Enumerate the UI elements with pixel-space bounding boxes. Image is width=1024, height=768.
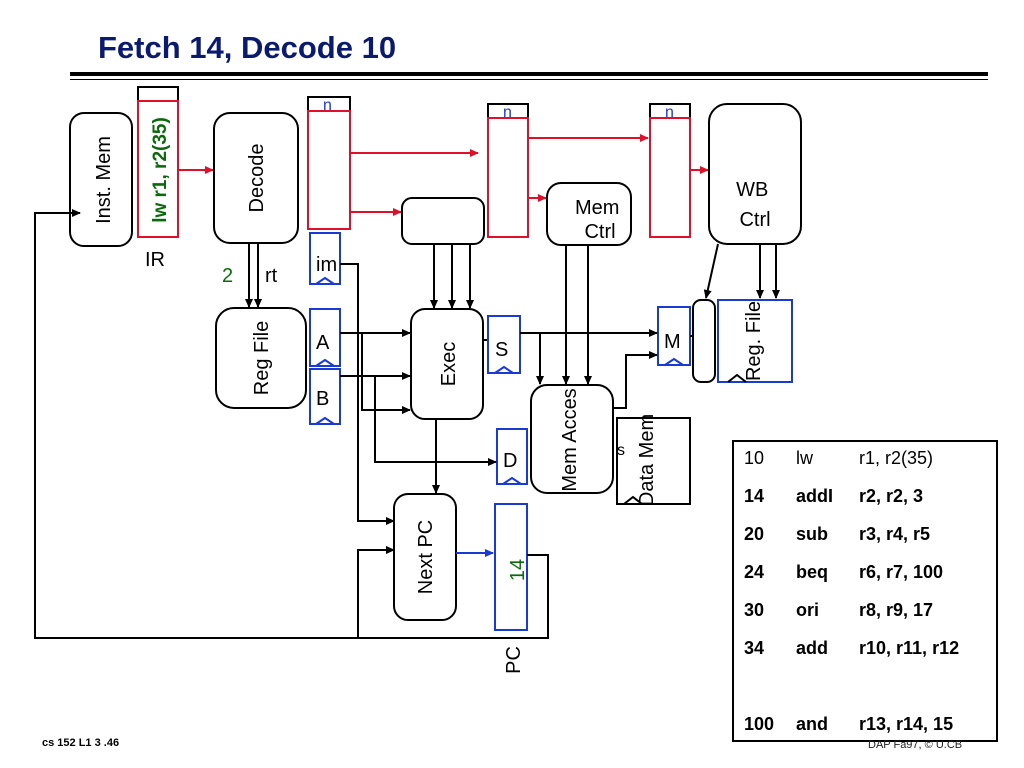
program-address: 20 bbox=[744, 524, 765, 544]
wire-a-to-exec-2 bbox=[361, 333, 411, 414]
wire-b-to-d bbox=[374, 376, 497, 466]
wb-ctrl-label-text: WB bbox=[736, 179, 768, 201]
slide-title: Fetch 14, Decode 10 bbox=[98, 30, 397, 65]
b-register bbox=[309, 368, 341, 425]
mem-ctrl-label-text-line2: Ctrl bbox=[584, 221, 615, 243]
a-register bbox=[309, 308, 341, 367]
mem-access-label: Mem Acces bbox=[559, 388, 581, 491]
m-register bbox=[657, 306, 691, 366]
data-mem-label: Data Mem bbox=[636, 414, 658, 506]
clock-data-mem bbox=[623, 495, 643, 505]
ir-cap bbox=[137, 86, 179, 102]
pc-label: PC bbox=[503, 646, 525, 674]
mem-access-box bbox=[530, 384, 614, 494]
d-register bbox=[496, 428, 528, 485]
decode-box bbox=[213, 112, 299, 244]
pc-value: 14 bbox=[507, 559, 529, 581]
clock-im bbox=[315, 276, 335, 285]
title-rule bbox=[70, 72, 988, 76]
exec-label: Exec bbox=[438, 342, 460, 386]
im-register bbox=[309, 232, 341, 285]
program-opcode: ori bbox=[796, 600, 820, 620]
program-opcode: and bbox=[796, 714, 829, 734]
footer-credit: DAP Fa97, © U.CB bbox=[868, 739, 963, 751]
reg-file-label: Reg File bbox=[251, 321, 273, 395]
pipe-tag-3-label: n bbox=[665, 104, 674, 121]
im-label: im bbox=[316, 254, 337, 276]
program-opcode: sub bbox=[796, 524, 829, 544]
pipe-reg-1 bbox=[307, 110, 351, 230]
m-label: M bbox=[664, 331, 681, 353]
clock-reg-file-right bbox=[727, 373, 747, 383]
ir-register bbox=[137, 100, 179, 238]
reg-file-right-label: Reg. File bbox=[743, 301, 765, 381]
rs-label: 2 bbox=[222, 265, 233, 287]
clock-m bbox=[664, 357, 684, 366]
program-address: 24 bbox=[744, 562, 765, 582]
program-address: 14 bbox=[744, 486, 765, 506]
wire-loop-to-next-pc bbox=[357, 546, 395, 638]
exec-ctrl-box bbox=[401, 197, 485, 245]
program-operands: r3, r4, r5 bbox=[859, 524, 931, 544]
pipe-tag-2-label: n bbox=[503, 104, 512, 121]
program-address: 34 bbox=[744, 638, 765, 658]
pipe-reg-3 bbox=[649, 117, 691, 238]
footer-course: cs 152 L1 3 .46 bbox=[42, 737, 120, 749]
mem-ctrl-label: Mem Ctrl bbox=[575, 197, 625, 243]
exec-box bbox=[410, 308, 484, 420]
program-opcode: add bbox=[796, 638, 829, 658]
program-address: 30 bbox=[744, 600, 765, 620]
program-address: 10 bbox=[744, 448, 765, 468]
program-address: 100 bbox=[744, 714, 775, 734]
ir-contents: lw r1, r2(35) bbox=[150, 117, 171, 223]
program-operands: r8, r9, 17 bbox=[859, 600, 934, 620]
clock-s bbox=[494, 365, 514, 374]
s-label: S bbox=[495, 339, 508, 361]
program-operands: r2, r2, 3 bbox=[859, 486, 924, 506]
ir-label: IR bbox=[145, 249, 165, 271]
data-mem-prefix: s bbox=[617, 442, 625, 459]
data-mem-box bbox=[616, 417, 691, 505]
d-label: D bbox=[503, 450, 517, 472]
inst-mem-box bbox=[69, 112, 133, 247]
pipe-tag-1-label: n bbox=[323, 97, 332, 114]
clock-a bbox=[315, 358, 335, 367]
program-opcode: lw bbox=[796, 448, 813, 468]
program-operands: r13, r14, 15 bbox=[859, 714, 954, 734]
rt-label: rt bbox=[265, 265, 278, 287]
program-opcode: beq bbox=[796, 562, 829, 582]
wb-ctrl-label-text-line2: Ctrl bbox=[739, 209, 770, 231]
next-pc-label: Next PC bbox=[415, 520, 437, 594]
program-operands: r10, r11, r12 bbox=[859, 638, 960, 658]
wire-im-to-next-pc bbox=[340, 263, 395, 525]
mem-ctrl-label-text: Mem bbox=[575, 197, 619, 219]
inst-mem-label: Inst. Mem bbox=[93, 136, 115, 224]
pc-register bbox=[494, 503, 528, 631]
clock-b bbox=[315, 416, 335, 425]
clock-d bbox=[502, 476, 522, 485]
title-rule-thin bbox=[70, 79, 988, 80]
reg-file-box bbox=[215, 307, 307, 409]
pipe-reg-2 bbox=[487, 117, 529, 238]
program-operands: r1, r2(35) bbox=[859, 448, 934, 468]
wb-ctrl-box bbox=[708, 103, 802, 245]
reg-file-right-box bbox=[717, 299, 793, 383]
a-label: A bbox=[316, 332, 330, 354]
program-operands: r6, r7, 100 bbox=[859, 562, 944, 582]
decode-label: Decode bbox=[246, 144, 268, 213]
wb-ctrl-label: WB Ctrl bbox=[736, 179, 774, 231]
wire-pc-to-inst-mem bbox=[34, 209, 549, 639]
b-label: B bbox=[316, 388, 329, 410]
wire-access-to-m bbox=[613, 351, 658, 409]
write-mux bbox=[692, 299, 716, 383]
program-listing: 10 lw r1, r2(35) 14 addI r2, r2, 3 20 sub r3, r4… bbox=[732, 440, 998, 742]
wire-wb-to-mux bbox=[703, 243, 719, 299]
s-register bbox=[487, 315, 521, 374]
program-opcode: addI bbox=[796, 486, 834, 506]
next-pc-box bbox=[393, 493, 457, 621]
